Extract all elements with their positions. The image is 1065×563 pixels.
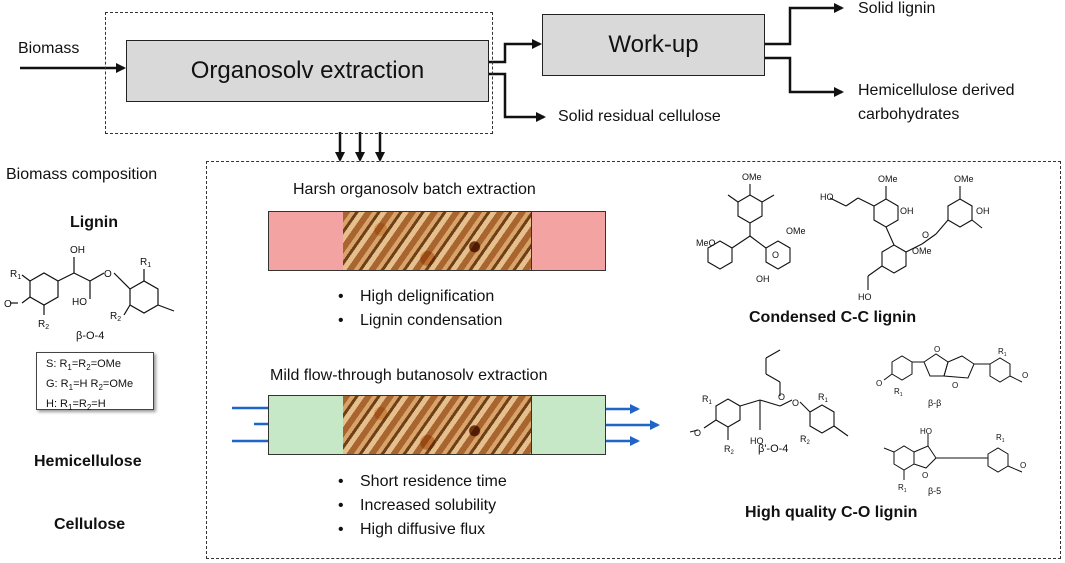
co-lignin-structure-image: O O R1 O R2 HO R1 R2	[689, 349, 849, 456]
svg-text:O: O	[952, 381, 958, 390]
svg-text:HO: HO	[858, 292, 872, 302]
beta-o-4-structure-image: OH O R1 O R2 HO R1 R2	[4, 245, 175, 331]
condensed-lignin-label: Condensed C-C lignin	[749, 309, 917, 326]
harsh-bullet-1: High delignification	[338, 285, 502, 309]
svg-text:OH: OH	[756, 274, 770, 284]
monomer-legend-box: S: R1=R2=OMe G: R1=H R2=OMe H: R1=R2=H	[36, 352, 154, 413]
legend-item-g: G: R1=H R2=OMe	[46, 378, 134, 393]
wood-chips-image	[342, 212, 531, 270]
extraction-comparison-panel	[206, 161, 1061, 559]
svg-text:O: O	[876, 379, 882, 388]
organosolv-extraction-label: Organosolv extraction	[190, 57, 425, 84]
svg-text:O: O	[922, 230, 929, 240]
extraction-scope-frame	[105, 12, 493, 134]
svg-text:R1: R1	[140, 257, 151, 269]
svg-text:R1: R1	[894, 387, 903, 398]
svg-text:OH: OH	[70, 245, 85, 256]
mild-bullet-2: Increased solubility	[338, 494, 507, 518]
svg-text:MeO: MeO	[696, 238, 716, 248]
beta-5-structure-image: HO O O R1 R1	[883, 428, 1026, 493]
mild-bullet-list: Short residence time Increased solubilit…	[338, 470, 507, 542]
biomass-input-label: Biomass	[18, 40, 80, 57]
svg-text:O: O	[772, 250, 779, 260]
lignin-output-label: Solid lignin	[858, 0, 936, 17]
mild-reactor-outlet	[530, 396, 605, 454]
svg-text:OMe: OMe	[912, 246, 932, 256]
svg-text:O: O	[778, 392, 785, 402]
hemicellulose-heading: Hemicellulose	[34, 453, 142, 470]
svg-text:R1: R1	[818, 392, 829, 404]
beta-prime-o-4-label: β'-O-4	[758, 443, 789, 455]
to-hemi-arrow	[764, 56, 844, 97]
svg-text:R1: R1	[996, 433, 1005, 444]
harsh-reactor-inlet	[269, 212, 343, 270]
workup-box: Work-up	[542, 14, 765, 76]
svg-text:R2: R2	[800, 434, 811, 446]
svg-text:R2: R2	[38, 319, 49, 331]
svg-text:OMe: OMe	[742, 172, 762, 182]
harsh-bullet-2: Lignin condensation	[338, 309, 502, 333]
organosolv-extraction-box: Organosolv extraction	[126, 40, 489, 102]
legend-item-s: S: R1=R2=OMe	[46, 358, 121, 373]
to-cellulose-arrow	[488, 72, 546, 122]
hemi-output-label-1: Hemicellulose derived	[858, 82, 1015, 99]
svg-text:OMe: OMe	[954, 174, 974, 184]
svg-text:HO: HO	[72, 297, 87, 308]
mild-reactor	[268, 395, 606, 455]
beta-beta-structure-image: O O O O R1 R1	[876, 345, 1028, 398]
to-lignin-arrow	[764, 3, 844, 46]
svg-text:HO: HO	[750, 436, 764, 446]
svg-text:O: O	[922, 471, 928, 480]
svg-text:R1: R1	[898, 483, 907, 493]
svg-text:O: O	[4, 299, 12, 310]
harsh-reactor	[268, 211, 606, 271]
svg-text:OMe: OMe	[786, 226, 806, 236]
hemi-output-label-2: carbohydrates	[858, 106, 960, 123]
to-workup-arrow	[488, 39, 542, 64]
svg-text:R2: R2	[110, 311, 121, 323]
svg-text:O: O	[104, 269, 112, 280]
cellulose-heading: Cellulose	[54, 516, 126, 533]
svg-text:R2: R2	[724, 444, 735, 456]
svg-text:O: O	[792, 398, 799, 408]
svg-text:O: O	[934, 345, 940, 354]
wood-chips-image	[342, 396, 531, 454]
mild-reactor-inlet	[269, 396, 343, 454]
svg-text:O: O	[694, 428, 701, 438]
svg-text:OMe: OMe	[878, 174, 898, 184]
svg-text:OH: OH	[976, 206, 990, 216]
legend-item-h: H: R1=R2=H	[46, 398, 106, 413]
svg-text:HO: HO	[920, 428, 932, 436]
harsh-reactor-outlet	[530, 212, 605, 270]
beta-o-4-label: β-O-4	[76, 330, 105, 342]
svg-text:R1: R1	[998, 347, 1007, 358]
svg-text:R1: R1	[702, 394, 713, 406]
svg-text:R1: R1	[10, 269, 21, 281]
composition-title: Biomass composition	[6, 166, 158, 183]
svg-text:OH: OH	[900, 206, 914, 216]
svg-text:HO: HO	[820, 192, 834, 202]
beta-5-label: β-5	[928, 486, 942, 496]
workup-label: Work-up	[608, 31, 699, 58]
condensed-lignin-structure-image: OMe MeO OMe O OH HO OMe OH OMe OH OMe HO…	[696, 172, 990, 302]
svg-text:O: O	[1020, 461, 1026, 470]
mild-bullet-3: High diffusive flux	[338, 518, 507, 542]
svg-text:O: O	[1022, 371, 1028, 380]
lignin-heading: Lignin	[70, 214, 118, 231]
cellulose-output-label: Solid residual cellulose	[558, 108, 721, 125]
mild-bullet-1: Short residence time	[338, 470, 507, 494]
beta-beta-label: β-β	[928, 398, 942, 408]
harsh-title: Harsh organosolv batch extraction	[293, 181, 536, 198]
harsh-bullet-list: High delignification Lignin condensation	[338, 285, 502, 333]
co-lignin-label: High quality C-O lignin	[745, 504, 918, 521]
mild-title: Mild flow-through butanosolv extraction	[270, 367, 548, 384]
